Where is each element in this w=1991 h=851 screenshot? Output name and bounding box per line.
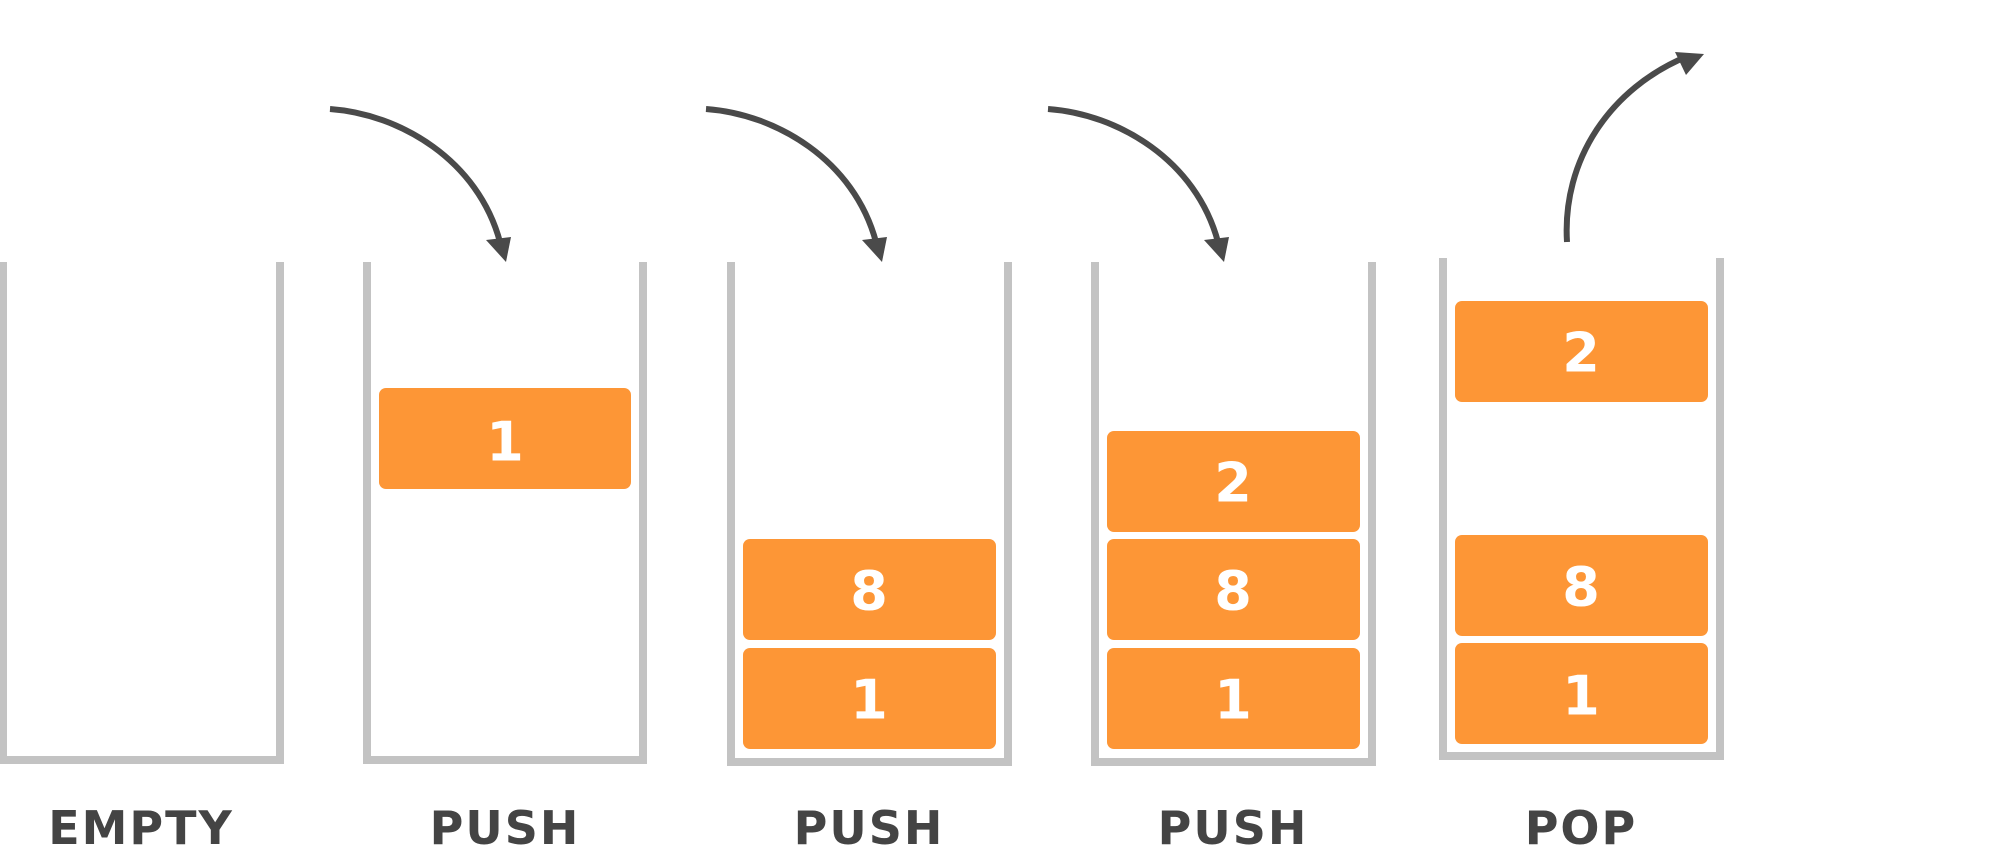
arrow-head-icon [1204, 237, 1229, 262]
stage-pop: 1 8 2 POP [1439, 52, 1724, 851]
stage-push-1: 1 PUSH [329, 106, 647, 851]
push-arrow [329, 106, 503, 243]
stack-container [1091, 262, 1376, 766]
stack-block-value: 2 [1214, 452, 1252, 515]
stack-block-value: 1 [1214, 669, 1252, 732]
stack-block [1455, 535, 1708, 636]
stage-label: PUSH [1158, 801, 1309, 851]
stack-block-value: 2 [1562, 322, 1600, 385]
stack-block [743, 648, 996, 749]
arrow-head-icon [1675, 52, 1704, 75]
stack-block-value: 8 [1214, 560, 1252, 623]
stage-label: POP [1525, 801, 1638, 851]
stack-block-value: 8 [1562, 556, 1600, 619]
stage-label: EMPTY [48, 801, 234, 851]
stack-block-popped [1455, 301, 1708, 402]
stack-block [743, 539, 996, 640]
stack-container [727, 262, 1012, 766]
stage-push-3: 1 8 2 PUSH [1047, 106, 1376, 851]
stack-container [363, 262, 647, 764]
push-arrow [1047, 106, 1221, 243]
stack-block-value: 8 [850, 560, 888, 623]
stack-block-value: 1 [486, 411, 524, 474]
stack-block [1455, 643, 1708, 744]
stack-block-value: 1 [850, 669, 888, 732]
stage-label: PUSH [430, 801, 581, 851]
stack-block [1107, 648, 1360, 749]
stack-block [1107, 431, 1360, 532]
push-arrow [705, 106, 879, 243]
arrow-head-icon [862, 237, 887, 262]
stack-block [379, 388, 631, 489]
stage-empty: EMPTY [0, 262, 284, 851]
pop-arrow [1563, 53, 1690, 243]
arrow-head-icon [486, 237, 511, 262]
stack-block [1107, 539, 1360, 640]
stack-container [0, 262, 284, 764]
stage-label: PUSH [794, 801, 945, 851]
stack-container [1439, 258, 1724, 760]
stage-push-2: 1 8 PUSH [705, 106, 1012, 851]
stack-block-value: 1 [1562, 665, 1600, 728]
